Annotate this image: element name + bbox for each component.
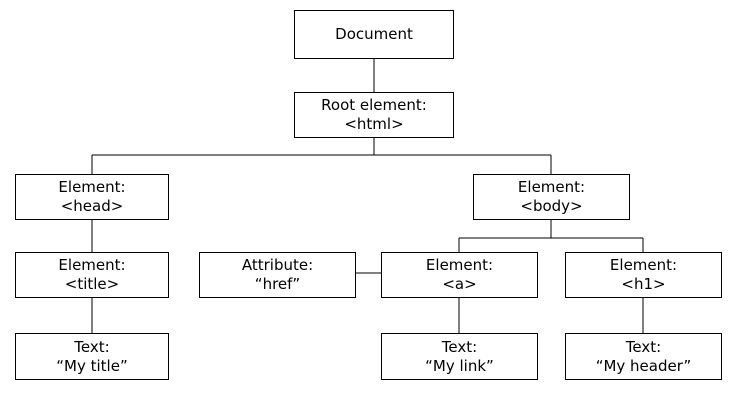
node-element-h1: Element: <h1> — [565, 252, 722, 298]
node-tag: <body> — [520, 197, 583, 215]
node-root-element: Root element: <html> — [294, 92, 454, 138]
node-label: Root element: — [321, 96, 427, 114]
node-tag: <title> — [64, 275, 120, 293]
node-value: “href” — [254, 275, 301, 293]
node-value: “My link” — [425, 356, 494, 375]
node-text-my-link: Text: “My link” — [381, 333, 538, 380]
node-tag: <html> — [344, 115, 404, 133]
node-element-title: Element: <title> — [15, 252, 169, 298]
node-label: Element: — [517, 178, 586, 196]
node-attribute-href: Attribute: “href” — [199, 252, 356, 298]
node-value: “My title” — [56, 356, 128, 375]
node-element-head: Element: <head> — [15, 174, 169, 220]
node-element-a: Element: <a> — [381, 252, 538, 298]
node-value: “My header” — [595, 356, 692, 375]
node-element-body: Element: <body> — [473, 174, 630, 220]
node-tag: <a> — [442, 275, 477, 293]
node-label: Text: — [74, 337, 110, 356]
node-tag: <head> — [60, 197, 124, 215]
node-label: Element: — [609, 256, 678, 274]
node-label: Document — [335, 25, 413, 43]
node-text-my-title: Text: “My title” — [15, 333, 169, 380]
node-label: Text: — [441, 337, 478, 356]
node-label: Element: — [58, 256, 126, 274]
node-label: Element: — [58, 178, 126, 196]
node-tag: <h1> — [621, 275, 666, 293]
node-label: Attribute: — [241, 256, 314, 274]
node-text-my-header: Text: “My header” — [565, 333, 722, 380]
node-document: Document — [294, 10, 454, 59]
node-label: Text: — [625, 337, 662, 356]
node-label: Element: — [425, 256, 494, 274]
